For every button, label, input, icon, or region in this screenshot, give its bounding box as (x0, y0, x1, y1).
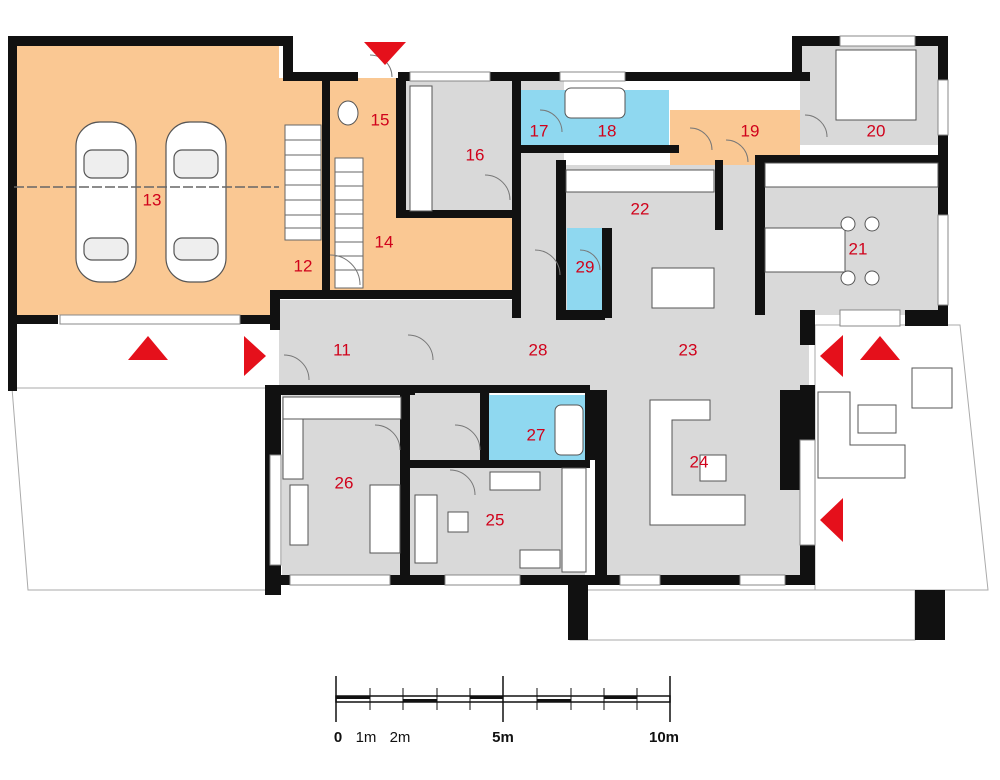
room-label-28: 28 (529, 340, 548, 359)
entrance-arrow-terrace (860, 336, 900, 360)
scale-label-2m: 2m (390, 729, 411, 746)
room-label-29: 29 (576, 257, 595, 276)
entrance-arrow-east-lower (820, 498, 843, 542)
room-label-18: 18 (598, 121, 617, 140)
room-label-25: 25 (486, 510, 505, 529)
room-label-21: 21 (849, 239, 868, 258)
room-label-26: 26 (335, 473, 354, 492)
car-icon (75, 121, 137, 283)
sofa-icon (649, 399, 746, 526)
room-label-13: 13 (143, 190, 162, 209)
room-label-22: 22 (631, 199, 650, 218)
entrance-arrow-garage (128, 336, 168, 360)
furniture (282, 49, 953, 573)
bed-icon (835, 49, 917, 121)
room-label-14: 14 (375, 232, 394, 251)
room-label-23: 23 (679, 340, 698, 359)
room-label-11: 11 (333, 340, 351, 359)
stairs (284, 124, 364, 289)
entrance-arrow-north (364, 42, 406, 65)
scale-label-1m: 1m (356, 729, 377, 746)
room-label-20: 20 (867, 121, 886, 140)
room-label-27: 27 (527, 425, 546, 444)
room-label-24: 24 (690, 452, 709, 471)
room-label-15: 15 (371, 110, 390, 129)
entrance-arrows (128, 42, 900, 542)
scale-bar: 0 1m 2m 5m 10m (334, 676, 679, 746)
windows (59, 35, 949, 586)
scale-label-5m: 5m (492, 729, 514, 746)
room-labels: 11 12 13 14 15 16 17 18 19 20 21 22 23 2… (143, 110, 886, 529)
room-label-17: 17 (530, 121, 549, 140)
entrance-arrow-east-upper (820, 335, 843, 377)
scale-label-10m: 10m (649, 729, 679, 746)
doors (283, 54, 828, 496)
room-label-12: 12 (294, 256, 313, 275)
room-label-19: 19 (741, 121, 760, 140)
scale-label-0: 0 (334, 729, 342, 746)
entrance-arrow-west (244, 336, 266, 376)
car-icon (165, 121, 227, 283)
room-label-16: 16 (466, 145, 485, 164)
